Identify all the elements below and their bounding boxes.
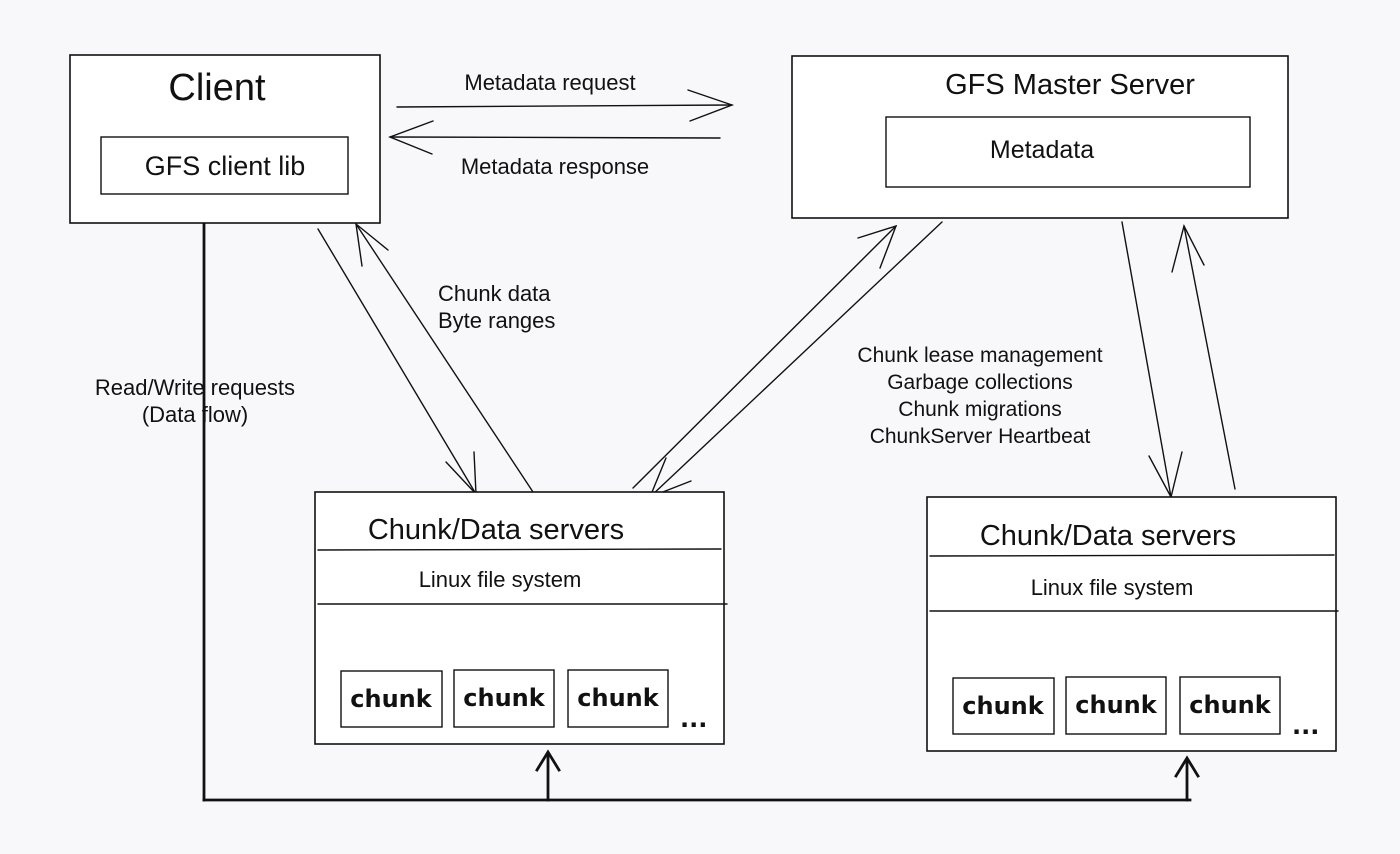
chunk-block: [1065, 676, 1167, 735]
more-chunks-ellipsis: ...: [680, 705, 707, 733]
client-node: Client GFS client lib: [69, 54, 381, 224]
client-lib-box: [100, 136, 349, 195]
chunk-server-node: Chunk/Data servers Linux file system chu…: [314, 491, 728, 745]
data-flow-label: (Data flow): [142, 402, 248, 427]
chunk-data-label: Chunk data: [438, 281, 551, 306]
master-op-label: Garbage collections: [887, 371, 1073, 394]
read-write-requests-label: Read/Write requests: [95, 375, 295, 400]
metadata-label: Metadata: [990, 136, 1094, 164]
client-title: Client: [168, 67, 266, 109]
master-node: GFS Master Server Metadata: [791, 55, 1289, 219]
linux-fs-label: Linux file system: [419, 567, 582, 592]
chunk-block: [340, 670, 443, 728]
chunk-server-box: [926, 496, 1337, 752]
master-op-label: Chunk migrations: [898, 398, 1061, 421]
master-box: [791, 55, 1289, 219]
chunk-label: chunk: [1075, 691, 1157, 719]
divider: [929, 554, 1335, 557]
chunk-server-title: Chunk/Data servers: [368, 514, 624, 546]
more-chunks-ellipsis: ...: [1292, 712, 1319, 740]
chunk-server-node: Chunk/Data servers Linux file system chu…: [926, 496, 1339, 752]
divider: [317, 548, 722, 551]
metadata-request-arrow: [396, 89, 735, 122]
chunk-label: chunk: [577, 684, 659, 712]
read-write-label: Read/Write requests (Data flow): [95, 375, 295, 427]
chunk-block: [567, 669, 669, 728]
master-operations-label: Chunk lease management Garbage collectio…: [857, 344, 1102, 448]
data-flow-path: [202, 222, 1200, 802]
linux-fs-label: Linux file system: [1031, 575, 1194, 600]
metadata-response-arrow: [388, 120, 721, 155]
chunk-label: chunk: [463, 684, 545, 712]
client-box: [69, 54, 381, 224]
master-op-label: ChunkServer Heartbeat: [870, 425, 1091, 448]
master-to-chunkserver2-arrow: [1121, 221, 1183, 499]
metadata-box: [885, 116, 1251, 188]
byte-ranges-label: Byte ranges: [438, 308, 555, 333]
chunk-server-box: [314, 491, 725, 745]
chunkserver1-to-master-arrow: [632, 224, 898, 489]
chunk-label: chunk: [350, 685, 432, 713]
client-lib-label: GFS client lib: [145, 151, 306, 181]
chunk-label: chunk: [962, 692, 1044, 720]
chunkserver-to-client-arrow: [355, 222, 534, 493]
client-to-chunkserver-arrow: [317, 228, 477, 496]
chunk-block: [952, 677, 1055, 735]
chunk-block: [453, 669, 555, 728]
chunk-label: chunk: [1189, 691, 1271, 719]
metadata-response-label: Metadata response: [461, 154, 649, 179]
chunk-block: [1179, 676, 1281, 735]
metadata-request-label: Metadata request: [464, 70, 635, 95]
master-title: GFS Master Server: [945, 69, 1195, 101]
chunk-server-title: Chunk/Data servers: [980, 520, 1236, 552]
chunkserver2-to-master-arrow: [1171, 224, 1236, 490]
master-op-label: Chunk lease management: [857, 344, 1102, 367]
